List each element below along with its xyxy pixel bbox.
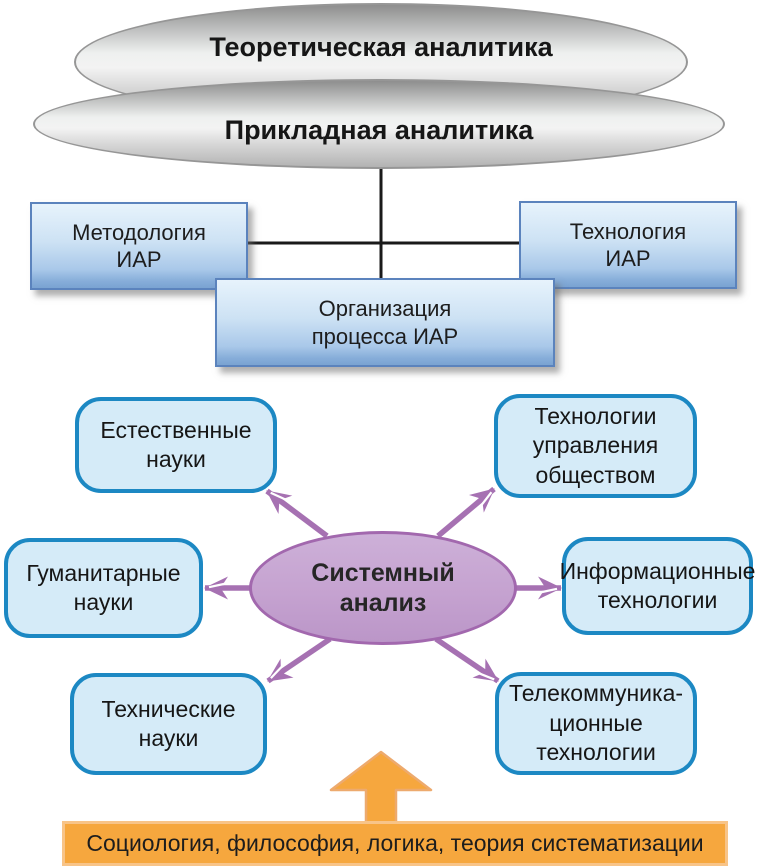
technology-iar-box: Технология ИАР (519, 201, 737, 289)
arrow-to-natural-sciences (265, 488, 329, 539)
telecom-technologies-label: Телекоммуника- ционные технологии (508, 680, 684, 766)
radiating-arrows (204, 486, 562, 684)
foundation-label: Социология, философия, логика, теория си… (86, 830, 704, 856)
natural-sciences-box: Естественные науки (75, 397, 277, 493)
society-management-label: Технологии управления обществом (532, 402, 659, 488)
organization-iar-label: Организация процесса ИАР (311, 296, 459, 349)
applied-analytics-label: Прикладная аналитика (224, 114, 534, 145)
telecom-technologies-box: Телекоммуника- ционные технологии (495, 672, 697, 775)
system-analysis-label: Системный анализ (311, 558, 455, 618)
applied-analytics-ellipse: Прикладная аналитика (33, 79, 725, 169)
arrow-to-technical-sciences (266, 636, 332, 684)
technology-iar-label: Технология ИАР (569, 218, 687, 272)
humanities-label: Гуманитарные науки (26, 559, 181, 615)
arrow-to-telecom-tech (434, 636, 500, 684)
methodology-iar-label: Методология ИАР (72, 219, 206, 273)
technical-sciences-label: Технические науки (101, 695, 236, 751)
humanities-box: Гуманитарные науки (4, 538, 203, 638)
system-analysis-ellipse: Системный анализ (249, 531, 517, 645)
information-technologies-label: Информационные технологии (559, 557, 756, 613)
arrow-to-society-management (436, 486, 496, 539)
foundation-bar: Социология, философия, логика, теория си… (62, 821, 728, 866)
upward-foundation-arrow (329, 750, 433, 826)
theoretical-analytics-label: Теоретическая аналитика (209, 31, 553, 62)
society-management-box: Технологии управления обществом (494, 394, 697, 498)
information-technologies-box: Информационные технологии (559, 537, 756, 635)
natural-sciences-label: Естественные науки (100, 416, 252, 472)
technical-sciences-box: Технические науки (70, 673, 267, 775)
methodology-iar-box: Методология ИАР (30, 202, 248, 290)
organization-iar-box: Организация процесса ИАР (215, 278, 555, 367)
